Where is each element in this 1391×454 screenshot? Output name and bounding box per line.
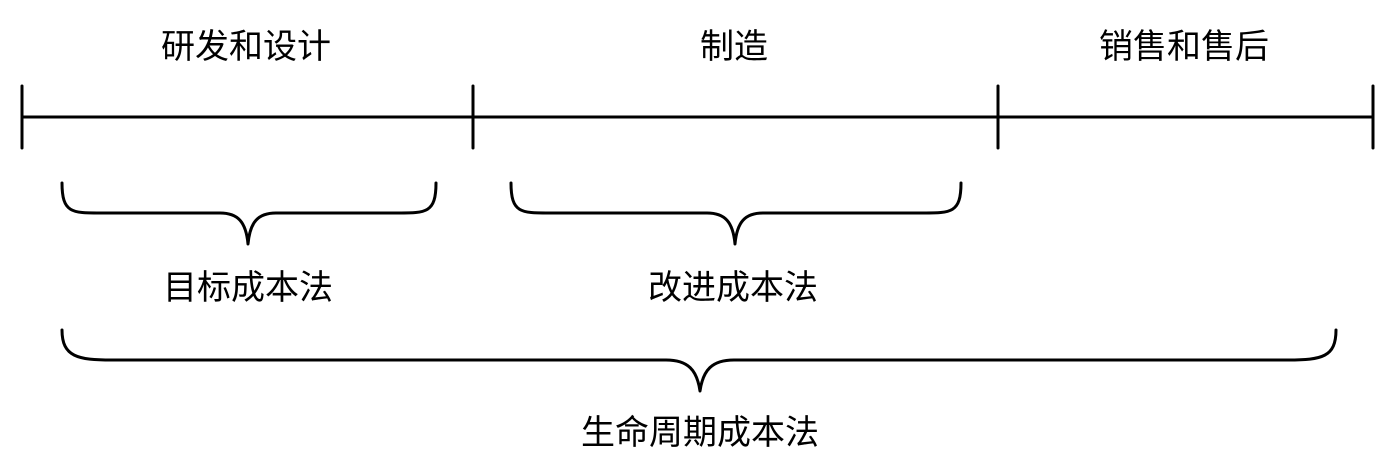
brace-lifecycle-costing — [60, 328, 1338, 393]
phase-label-manufacturing: 制造 — [700, 27, 768, 67]
method-label-lifecycle: 生命周期成本法 — [581, 413, 819, 453]
method-label-target: 目标成本法 — [163, 268, 333, 308]
brace-target-costing — [60, 181, 438, 246]
method-label-kaizen: 改进成本法 — [648, 268, 818, 308]
phase-label-sales: 销售和售后 — [1099, 27, 1269, 67]
phase-label-rnd: 研发和设计 — [161, 27, 331, 67]
brace-kaizen-costing — [509, 181, 963, 246]
